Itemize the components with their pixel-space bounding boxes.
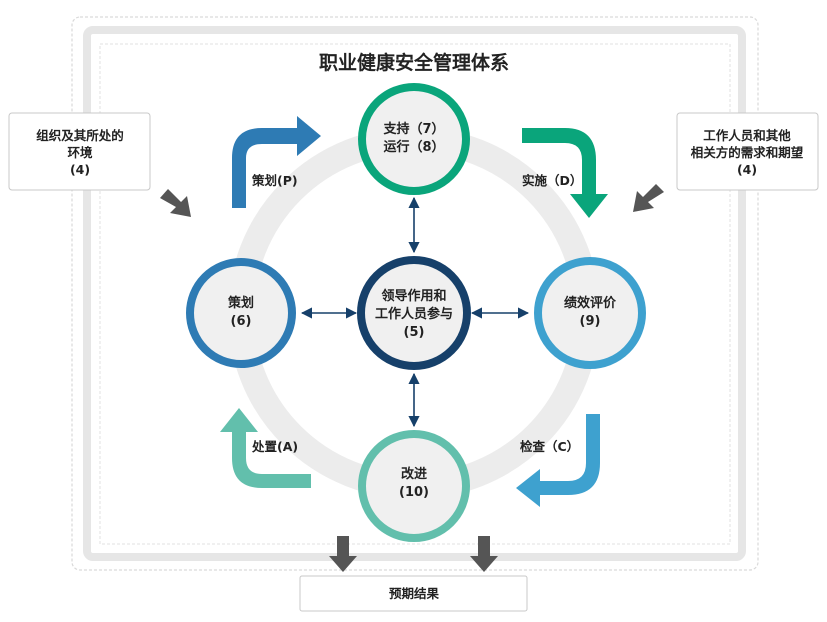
node-center-circle (357, 256, 471, 370)
node-left-line1: 策划 (228, 295, 254, 311)
right-box-line2: 相关方的需求和期望 (691, 145, 804, 160)
left-box-line3: (4) (70, 162, 90, 177)
do-arrow (522, 128, 608, 218)
node-bottom-line2: (10) (399, 485, 429, 500)
node-center-line1: 领导作用和 (381, 288, 446, 304)
outer-dashed-frame (71, 16, 759, 571)
node-top-circle (358, 83, 470, 195)
node-bottom-circle (358, 430, 470, 542)
left-box-line2: 环境 (67, 145, 93, 160)
node-center-line3: (5) (404, 325, 425, 340)
right-needs-box (676, 112, 819, 191)
act-arrow (220, 408, 311, 488)
outcome-arrow-right (470, 536, 498, 572)
node-left-circle (186, 258, 296, 368)
left-context-box (8, 112, 151, 191)
outcome-box (299, 575, 528, 612)
label-act: 处置(A) (251, 439, 298, 454)
node-top-line2: 运行（8） (383, 139, 444, 155)
plan-arrow (232, 116, 321, 208)
outcome-arrow-left (329, 536, 357, 572)
node-center-line2: 工作人员参与 (375, 306, 453, 322)
left-input-arrow (160, 189, 191, 217)
left-box-line1: 组织及其所处的 (36, 128, 124, 143)
node-right-line2: (9) (580, 314, 601, 329)
node-bottom-line1: 改进 (401, 466, 427, 482)
page-title: 职业健康安全管理体系 (319, 51, 509, 74)
label-plan: 策划(P) (252, 173, 298, 188)
node-top-line1: 支持（7） (382, 121, 444, 137)
node-right-line1: 绩效评价 (564, 295, 617, 311)
right-input-arrow (633, 184, 664, 212)
node-right-circle (534, 257, 646, 369)
node-left-line2: (6) (231, 314, 252, 329)
right-box-line3: (4) (737, 162, 757, 177)
label-check: 检查（C） (520, 439, 579, 454)
check-arrow (516, 414, 600, 507)
outer-thick-frame (83, 26, 746, 561)
label-do: 实施（D） (522, 173, 582, 188)
inner-dashed-frame (99, 43, 731, 545)
right-box-line1: 工作人员和其他 (703, 128, 791, 143)
outcome-label: 预期结果 (389, 586, 440, 601)
